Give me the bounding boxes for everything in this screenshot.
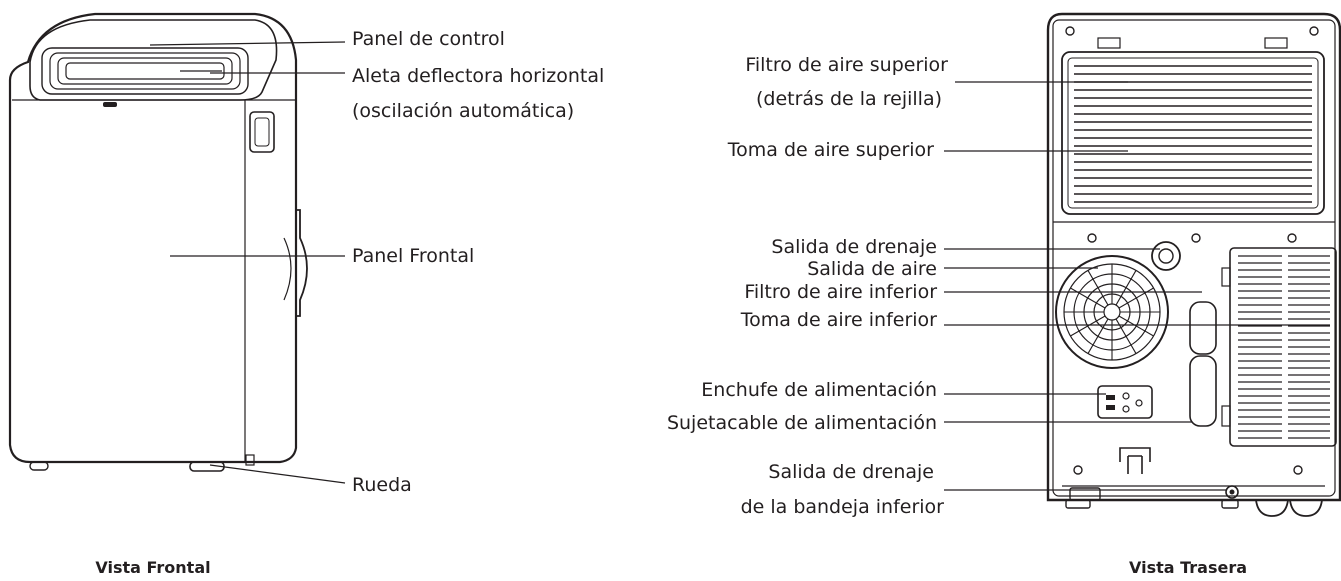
- label-upper-intake: Toma de aire superior: [727, 139, 934, 161]
- front-unit: [8, 12, 308, 472]
- decor-line: [1070, 315, 1106, 337]
- label-tray-drain-1: Salida de drenaje: [768, 461, 934, 483]
- decor-line: [1070, 287, 1106, 309]
- label-lower-filter: Filtro de aire inferior: [744, 281, 937, 303]
- rear-unit: [1046, 12, 1341, 517]
- lower-side-vent: [1229, 247, 1337, 447]
- front-body-outline: [8, 12, 298, 464]
- drain-outlet: [1151, 241, 1181, 271]
- upper-grille-slats: [1074, 65, 1312, 203]
- front-foot-left: [29, 461, 49, 471]
- label-control-panel: Panel de control: [352, 28, 505, 50]
- label-upper-filter-2: (detrás de la rejilla): [756, 88, 942, 110]
- top-panel: [29, 19, 278, 101]
- label-horizontal-louver-2: (oscilación automática): [352, 100, 574, 122]
- rear-body-outline: [1046, 12, 1341, 502]
- air-outlet-fan: [1055, 255, 1169, 369]
- cable-holder: [1119, 447, 1151, 474]
- decor-line: [1115, 270, 1137, 306]
- caption-front-view: Vista Frontal: [95, 558, 210, 577]
- label-front-panel: Panel Frontal: [352, 245, 474, 267]
- horizontal-louver: [41, 47, 249, 95]
- label-drain-outlet: Salida de drenaje: [771, 236, 937, 258]
- label-horizontal-louver-1: Aleta deflectora horizontal: [352, 65, 604, 87]
- caption-rear-view: Vista Trasera: [1129, 558, 1247, 577]
- tray-drain-outlet: [1225, 485, 1239, 499]
- decor-line: [1118, 287, 1154, 309]
- label-upper-filter-1: Filtro de aire superior: [745, 54, 948, 76]
- decor-line: [1118, 315, 1154, 337]
- label-power-socket: Enchufe de alimentación: [701, 379, 937, 401]
- label-wheel: Rueda: [352, 474, 412, 496]
- side-handle: [249, 111, 275, 153]
- label-air-outlet: Salida de aire: [807, 258, 937, 280]
- power-socket: [1097, 385, 1153, 419]
- decor-line: [1087, 270, 1109, 306]
- label-lower-intake: Toma de aire inferior: [740, 309, 937, 331]
- upper-grille: [1061, 51, 1325, 215]
- logo: [103, 102, 117, 107]
- side-vent: [296, 209, 308, 317]
- label-tray-drain-2: de la bandeja inferior: [741, 496, 945, 518]
- label-cord-holder: Sujetacable de alimentación: [667, 412, 937, 434]
- lower-filter-frame: [1189, 301, 1217, 355]
